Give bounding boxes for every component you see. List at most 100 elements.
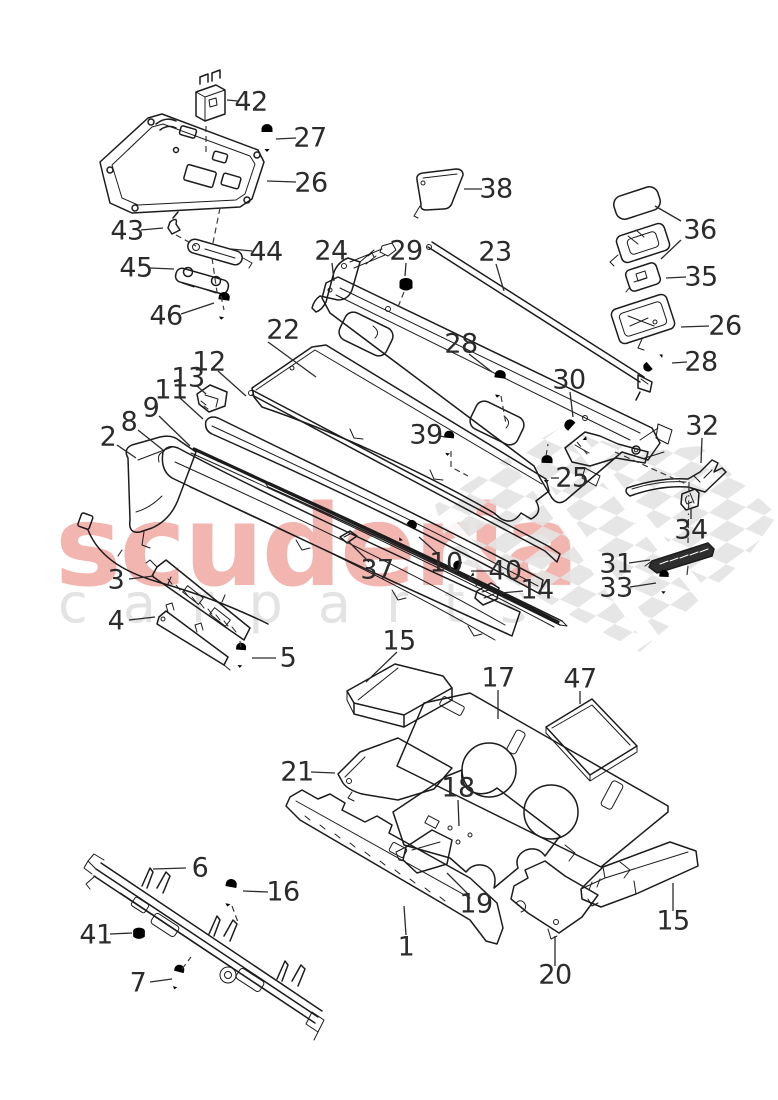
- leader-line: [700, 437, 703, 464]
- leader-line: [137, 429, 164, 451]
- part-latch-bracket: [564, 423, 673, 487]
- part-number-label: 39: [409, 420, 442, 451]
- fastener-nut-29: [399, 278, 413, 291]
- part-number-label: 1: [398, 932, 415, 963]
- assembly-axis-lines: [175, 126, 690, 970]
- part-number-label: 24: [314, 236, 347, 267]
- leader-line: [365, 651, 398, 683]
- part-crossmember-6: [83, 853, 325, 1041]
- leader-line: [242, 890, 269, 893]
- part-number-label: 32: [685, 411, 718, 442]
- part-number-label: 44: [249, 237, 282, 268]
- part-number-label: 21: [280, 757, 313, 788]
- part-lens-36: [613, 186, 661, 220]
- leader-line: [266, 180, 297, 183]
- part-number-label: 37: [360, 555, 393, 586]
- part-connector-42: [195, 69, 226, 122]
- part-pad-47: [545, 698, 638, 782]
- leader-line: [495, 263, 505, 292]
- leader-line: [180, 302, 215, 315]
- leader-line: [226, 99, 239, 102]
- part-strip-9: [190, 447, 560, 628]
- part-lamp-frame-36: [609, 222, 671, 267]
- part-number-label: 8: [121, 407, 138, 438]
- part-mat-18: [392, 769, 561, 889]
- part-mat-21: [337, 737, 453, 802]
- part-module-26: [610, 293, 676, 351]
- part-bracket-45: [174, 266, 230, 295]
- part-number-label: 11: [154, 375, 187, 406]
- part-number-label: 26: [708, 311, 741, 342]
- leader-line: [128, 575, 155, 580]
- leader-line: [446, 872, 470, 896]
- leader-line: [149, 267, 175, 270]
- part-number-label: 35: [684, 262, 717, 293]
- part-mat-19: [395, 829, 453, 874]
- part-clip-35: [624, 262, 662, 293]
- part-clip-43: [167, 211, 181, 235]
- part-number-label: 20: [538, 960, 571, 991]
- part-number-label: 25: [555, 463, 588, 494]
- leader-line: [158, 415, 191, 447]
- part-number-label: 18: [441, 773, 474, 804]
- leader-line: [439, 435, 446, 438]
- leader-line: [629, 582, 657, 588]
- part-trim-band-11: [204, 416, 544, 595]
- part-number-label: 6: [192, 853, 209, 884]
- leader-line: [403, 905, 407, 936]
- leader-line: [404, 262, 407, 277]
- part-number-label: 38: [479, 174, 512, 205]
- part-strip-12: [248, 389, 561, 563]
- part-number-label: 23: [478, 237, 511, 268]
- part-number-label: 10: [429, 548, 462, 579]
- watermark-subtitle-text: c a r p a r t s: [58, 572, 537, 635]
- part-brake-light-strip-3: [145, 559, 251, 641]
- part-foam-block-15-right: [580, 841, 699, 908]
- part-number-label: 9: [143, 393, 160, 424]
- part-cover-38: [413, 168, 464, 219]
- part-number-label: 13: [171, 363, 204, 394]
- leader-line: [660, 239, 682, 260]
- leader-line: [418, 536, 439, 555]
- part-number-label: 46: [149, 301, 182, 332]
- part-clip-14: [474, 582, 500, 606]
- leader-line: [109, 932, 133, 935]
- fastener-screw-28-right: [641, 350, 666, 374]
- watermark-layer: scuderia c a r p a r t s: [55, 427, 778, 652]
- part-number-label: 7: [130, 968, 147, 999]
- leader-line: [680, 325, 710, 328]
- part-number-label: 3: [108, 565, 125, 596]
- part-number-label: 45: [119, 253, 152, 284]
- leader-line: [275, 137, 297, 140]
- leader-line: [116, 444, 137, 459]
- fastener-screw-39: [442, 430, 455, 457]
- part-number-label: 27: [293, 123, 326, 154]
- part-number-label: 36: [683, 215, 716, 246]
- part-foam-block-15-left: [346, 663, 453, 728]
- part-trim-strip-23: [426, 241, 653, 401]
- fastener-screw-16: [221, 878, 238, 908]
- leader-line: [196, 385, 207, 395]
- leader-line: [331, 262, 335, 282]
- part-mount-panel-26: [99, 113, 265, 214]
- part-number-label: 47: [563, 664, 596, 695]
- fastener-screw-27: [261, 124, 273, 152]
- leader-line: [654, 205, 682, 222]
- part-lever-44: [187, 238, 253, 269]
- leader-line: [500, 590, 524, 594]
- part-number-label: 43: [110, 216, 143, 247]
- leader-line: [149, 978, 173, 983]
- leader-line: [665, 276, 687, 279]
- part-number-label: 12: [192, 347, 225, 378]
- part-number-label: 5: [280, 643, 297, 674]
- part-number-label: 22: [266, 315, 299, 346]
- part-number-label: 15: [656, 906, 689, 937]
- leader-line: [348, 541, 370, 563]
- leader-line: [628, 559, 651, 564]
- part-clip-13: [196, 384, 228, 413]
- part-number-label: 19: [459, 889, 492, 920]
- part-mat-20: [510, 860, 599, 940]
